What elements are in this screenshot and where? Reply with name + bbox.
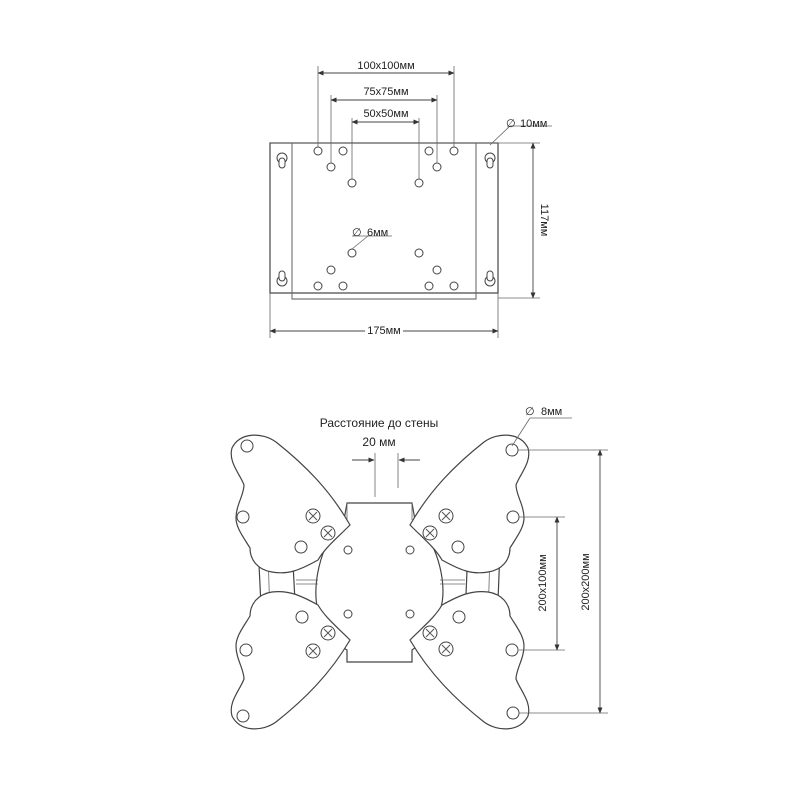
label-hole-6mm: 6мм xyxy=(367,227,388,239)
screw xyxy=(320,525,336,541)
label-width-175: 175мм xyxy=(367,325,400,337)
screw xyxy=(305,508,321,524)
label-height-117: 117мм xyxy=(538,204,550,237)
bracket-front-view: Расстояние до стены 20 мм ∅ 8мм 200x100м… xyxy=(230,406,608,730)
wing-upper-left xyxy=(230,434,351,574)
wing-upper-right xyxy=(409,434,530,574)
center-plate xyxy=(315,502,444,663)
label-wall-distance-title: Расстояние до стены xyxy=(320,416,438,430)
wall-plate xyxy=(269,142,499,294)
plate-hole xyxy=(343,545,353,555)
label-100x100: 100x100мм xyxy=(357,60,414,72)
top-plate-view: 100x100мм 75x75мм 50x50мм ∅ 10мм ∅ 6мм 1… xyxy=(269,60,552,340)
label-200x200: 200x200мм xyxy=(580,553,592,610)
label-50x50: 50x50мм xyxy=(363,108,408,120)
diameter-symbol: ∅ xyxy=(506,118,516,130)
wing-lower-left xyxy=(230,590,351,730)
label-hole-8mm: 8мм xyxy=(541,406,562,418)
wing-holes xyxy=(236,439,520,723)
screw xyxy=(320,625,336,641)
keyhole-slot xyxy=(276,152,288,169)
plate-hole xyxy=(405,609,415,619)
screw xyxy=(305,643,321,659)
diameter-symbol: ∅ xyxy=(352,227,362,239)
diameter-symbol: ∅ xyxy=(525,406,535,418)
keyhole-slot xyxy=(276,270,288,287)
keyhole-slot xyxy=(484,152,496,169)
screw xyxy=(438,641,454,657)
screw xyxy=(438,508,454,524)
plate-hole xyxy=(343,609,353,619)
plate-hole xyxy=(405,545,415,555)
keyhole-slot xyxy=(484,270,496,287)
label-75x75: 75x75мм xyxy=(363,86,408,98)
label-200x100: 200x100мм xyxy=(537,554,549,611)
screw xyxy=(422,625,438,641)
screw xyxy=(422,525,438,541)
label-hole-10mm: 10мм xyxy=(520,118,547,130)
label-wall-distance-value: 20 мм xyxy=(362,435,395,449)
wing-lower-right xyxy=(409,590,530,730)
